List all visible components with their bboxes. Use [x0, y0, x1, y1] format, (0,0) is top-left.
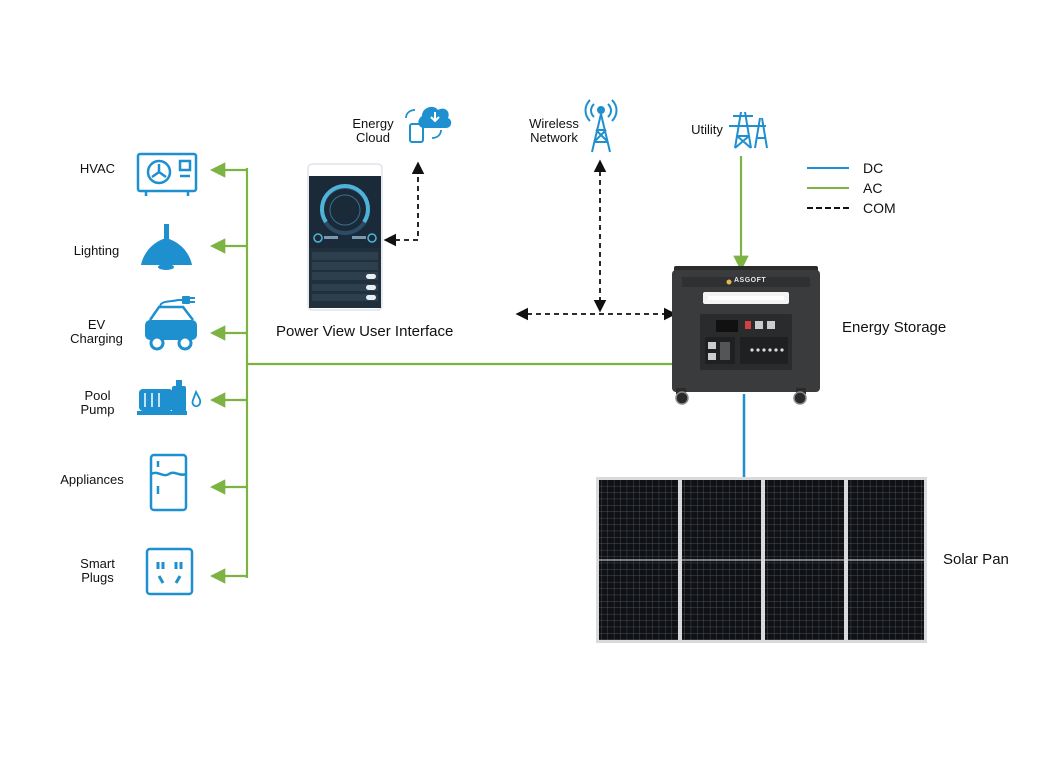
legend: DC AC COM: [807, 158, 927, 218]
hvac-icon: [136, 152, 198, 196]
solar-panel-2: [682, 480, 761, 640]
legend-swatch-ac: [807, 187, 849, 189]
com-line-cloud: [383, 161, 425, 247]
node-label-wireless: Wireless Network: [529, 116, 579, 145]
legend-label-com: COM: [863, 200, 896, 216]
power-tower-icon: [729, 111, 768, 149]
ac-bus: [209, 156, 749, 584]
storage-label: Energy Storage: [842, 319, 947, 336]
solar-panel-1: [599, 480, 678, 640]
fridge-icon: [149, 453, 188, 512]
legend-item-ac: AC: [807, 178, 927, 198]
solar-panel-3: [765, 480, 844, 640]
outlet-icon: [145, 547, 194, 596]
legend-item-com: COM: [807, 198, 927, 218]
node-label-cloud: Energy Cloud: [352, 116, 394, 145]
solar-label: Solar Pan: [943, 551, 1009, 568]
legend-label-ac: AC: [863, 180, 883, 196]
pump-icon: [137, 380, 202, 415]
legend-item-dc: DC: [807, 158, 927, 178]
legend-label-dc: DC: [863, 160, 884, 176]
storage-brand: ASGOFT: [734, 277, 767, 284]
antenna-tower-icon: [584, 99, 618, 153]
ev-car-icon: [145, 296, 197, 351]
load-label-lighting: Lighting: [73, 243, 120, 258]
node-label-utility: Utility: [691, 122, 723, 137]
app-label: Power View User Interface: [276, 323, 454, 340]
load-label-pump: Pool Pump: [80, 388, 115, 417]
cloud-phone-icon: [405, 106, 452, 143]
load-label-appliances: Appliances: [60, 472, 124, 487]
load-label-plugs: Smart Plugs: [80, 556, 115, 585]
lamp-icon: [141, 224, 192, 270]
load-label-hvac: HVAC: [79, 161, 116, 176]
legend-swatch-dc: [807, 167, 849, 169]
solar-panel-4: [848, 480, 924, 640]
com-lines: [383, 159, 677, 321]
legend-swatch-com: [807, 207, 849, 209]
load-label-ev: EV Charging: [70, 317, 123, 346]
